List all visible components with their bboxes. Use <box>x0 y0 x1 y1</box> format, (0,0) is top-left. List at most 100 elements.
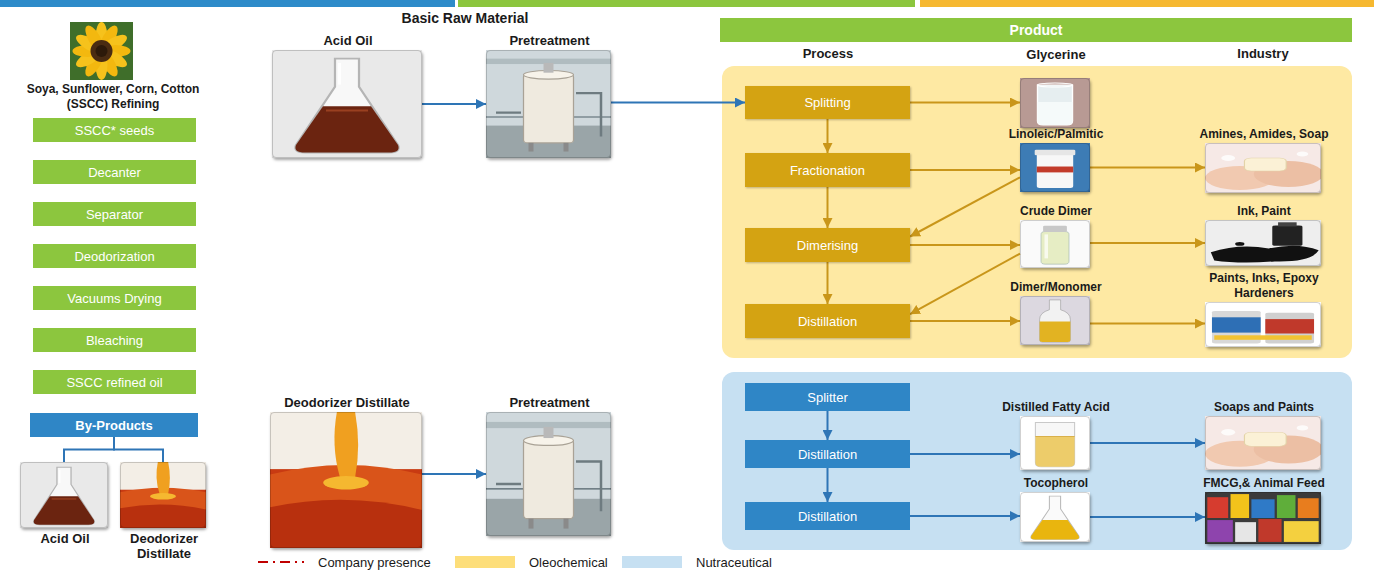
picture-caption: Linoleic/Palmitic <box>986 127 1126 142</box>
legend-text: Company presence <box>318 555 431 570</box>
sunflower-picture <box>70 22 133 80</box>
product-picture: Linoleic/Palmitic <box>1020 143 1090 192</box>
illustration-part <box>1205 143 1323 193</box>
caption-text: Deodorizer Distillate <box>114 531 214 561</box>
flow-arrow <box>910 254 1020 315</box>
flow-arrow <box>910 515 1020 517</box>
legend-item: Oleochemical <box>455 554 608 570</box>
soap-picture <box>1205 416 1323 470</box>
tank-picture <box>486 50 611 158</box>
process-step-box: Deodorization <box>33 244 196 268</box>
glycerine-picture <box>1020 78 1090 128</box>
illustration-part <box>1020 296 1090 345</box>
illustration-part <box>1020 143 1090 192</box>
fatty-acid-picture <box>1020 416 1090 470</box>
caption-text: Deodorizer Distillate <box>257 395 437 410</box>
nutraceutical-panel <box>722 372 1352 550</box>
box-label: Bleaching <box>86 333 143 348</box>
process-step-box: Vacuums Drying <box>33 286 196 310</box>
caption-text: Soaps and Paints <box>1184 400 1344 415</box>
product-picture: Soaps and Paints <box>1205 416 1321 470</box>
illustration-part <box>486 50 611 158</box>
acid-oil-picture <box>20 462 108 528</box>
caption-text: Paints, Inks, Epoxy Hardeners <box>1194 271 1334 301</box>
picture-caption: Amines, Amides, Soap <box>1184 127 1344 142</box>
flow-arrow <box>910 320 1020 322</box>
flow-arrow <box>910 453 1020 455</box>
section-band: Product <box>720 18 1352 42</box>
product-picture: Acid Oil <box>20 462 108 528</box>
illustration-part <box>91 40 113 62</box>
box-label: Distillation <box>798 509 857 524</box>
tank-picture <box>486 412 611 536</box>
flow-arrow <box>910 177 1020 236</box>
process-box: Splitting <box>745 86 910 119</box>
product-picture: Paints, Inks, Epoxy Hardeners <box>1205 302 1321 347</box>
caption-text: Amines, Amides, Soap <box>1184 127 1344 142</box>
caption-text: Acid Oil <box>273 33 423 48</box>
illustration-part <box>1205 416 1323 470</box>
top-bar <box>458 0 915 7</box>
caption-text: Pretreatment <box>475 33 625 48</box>
box-label: Distillation <box>798 447 857 462</box>
illustration-part <box>1205 220 1321 266</box>
illustration-part <box>270 412 422 548</box>
process-box: Splitter <box>745 383 910 411</box>
box-label: Splitter <box>807 390 847 405</box>
caption-text: Crude Dimer <box>986 204 1126 219</box>
box-label: Distillation <box>798 314 857 329</box>
flow-arrow <box>827 262 829 304</box>
illustration-part <box>96 45 108 57</box>
caption-text: FMCG,& Animal Feed <box>1179 476 1349 491</box>
illustration-part <box>1205 492 1321 544</box>
process-step-box: Bleaching <box>33 328 196 352</box>
caption-text: Glycerine <box>986 47 1126 62</box>
illustration-part <box>1020 492 1090 542</box>
flow-arrow <box>827 119 829 153</box>
illustration-part <box>120 462 206 528</box>
ink-picture <box>1205 220 1321 266</box>
illustration-part <box>70 22 133 80</box>
column-header: Process <box>760 46 896 61</box>
grocery-picture <box>1205 492 1321 544</box>
flow-arrow <box>827 411 829 440</box>
product-picture: Crude Dimer <box>1020 220 1090 268</box>
product-picture: Deodorizer Distillate <box>120 462 206 528</box>
product-picture: Distilled Fatty Acid <box>1020 416 1090 470</box>
branch-line <box>64 437 114 462</box>
box-label: SSCC* seeds <box>75 123 154 138</box>
illustration-part <box>486 412 611 536</box>
process-box: Distillation <box>745 304 910 338</box>
box-label: Product <box>1010 22 1063 38</box>
column-header: Industry <box>1195 46 1331 61</box>
paint-cans-picture <box>1205 302 1321 347</box>
illustration-part <box>1020 220 1090 268</box>
flow-arrow <box>910 244 1020 246</box>
caption-text: Distilled Fatty Acid <box>976 400 1136 415</box>
picture-caption: Deodorizer Distillate <box>257 395 437 410</box>
oleochemical-panel <box>722 66 1352 358</box>
legend-line-sample <box>258 556 304 568</box>
product-picture: Dimer/Monomer <box>1020 296 1090 345</box>
box-label: Deodorization <box>74 249 154 264</box>
process-box: Distillation <box>745 440 910 468</box>
legend-swatch <box>455 556 515 568</box>
illustration-part <box>272 50 422 158</box>
box-label: Fractionation <box>790 163 865 178</box>
flow-arrow <box>422 103 486 105</box>
branch-line <box>114 437 163 462</box>
illustration-part <box>1205 302 1321 347</box>
distillate-picture <box>120 462 206 528</box>
picture-caption: Distilled Fatty Acid <box>976 400 1136 415</box>
soap-picture <box>1205 143 1323 193</box>
picture-caption: Pretreatment <box>475 395 625 410</box>
product-picture: Ink, Paint <box>1205 220 1321 266</box>
process-step-box: SSCC refined oil <box>33 370 196 394</box>
picture-caption: Acid Oil <box>273 33 423 48</box>
source-caption: Soya, Sunflower, Corn, Cotton (SSCC) Ref… <box>15 82 211 112</box>
flow-arrow <box>1090 323 1205 325</box>
box-label: Separator <box>86 207 143 222</box>
picture-caption: Glycerine <box>986 47 1126 62</box>
